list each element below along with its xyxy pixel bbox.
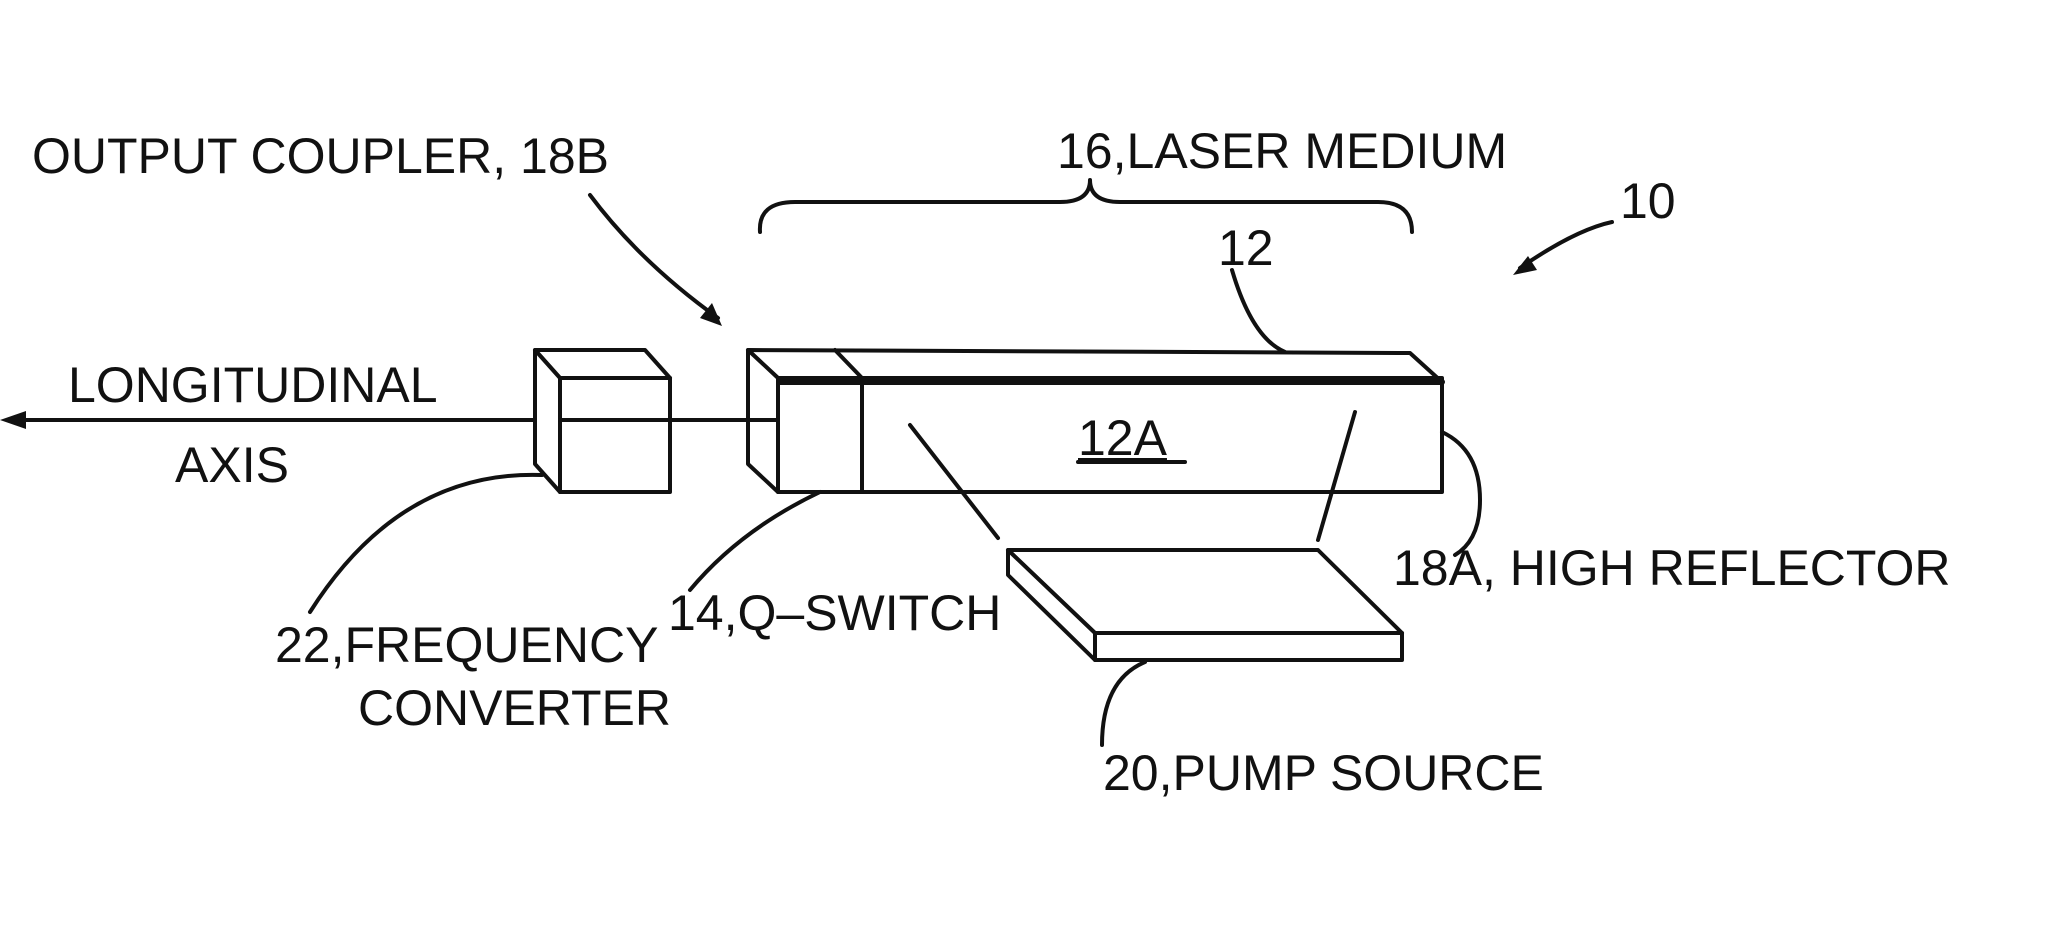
high-reflector-label: 18A, HIGH REFLECTOR	[1393, 540, 1951, 596]
q-switch-leader	[690, 492, 820, 590]
laser-medium-label: 16,LASER MEDIUM	[1057, 123, 1507, 179]
axis-label-line1: LONGITUDINAL	[68, 357, 438, 413]
frequency-converter-leader	[310, 475, 542, 612]
axis-label-line2: AXIS	[175, 437, 289, 493]
crystal-section-label: 12A	[1078, 410, 1168, 466]
laser-medium-brace	[760, 180, 1412, 232]
output-coupler-pointer	[590, 195, 722, 326]
pump-source-slab	[1008, 550, 1402, 660]
frequency-converter-block	[535, 350, 670, 492]
crystal-leader	[1232, 270, 1285, 352]
figure-ref-label: 10	[1620, 173, 1676, 229]
q-switch-label: 14,Q–SWITCH	[668, 585, 1001, 641]
frequency-converter-label-line2: CONVERTER	[358, 680, 671, 736]
figure-ref-pointer	[1513, 222, 1612, 275]
pump-source-label: 20,PUMP SOURCE	[1103, 745, 1544, 801]
output-coupler-label: OUTPUT COUPLER, 18B	[32, 128, 609, 184]
crystal-label: 12	[1218, 220, 1274, 276]
high-reflector-leader	[1442, 432, 1480, 555]
pump-source-leader	[1102, 662, 1145, 745]
frequency-converter-label-line1: 22,FREQUENCY	[275, 617, 658, 673]
